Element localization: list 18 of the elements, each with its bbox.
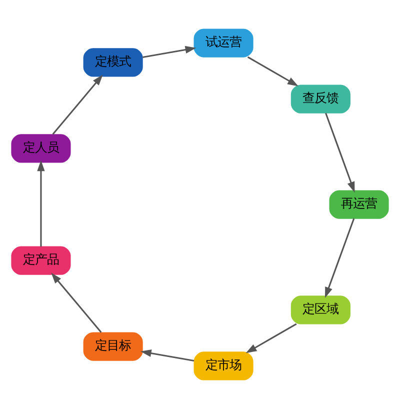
node-box: 再运营 xyxy=(329,190,389,219)
node-box: 定区域 xyxy=(290,296,350,324)
node-box: 定产品 xyxy=(11,246,71,275)
arrow xyxy=(246,323,297,354)
node-box: 定模式 xyxy=(83,48,143,77)
arrow xyxy=(325,112,355,193)
arrow xyxy=(51,272,102,333)
arrow xyxy=(37,160,45,247)
node-box: 定目标 xyxy=(83,332,143,361)
node-box: 定市场 xyxy=(194,352,254,380)
node-box: 试运营 xyxy=(194,28,254,58)
arrow xyxy=(247,56,298,86)
node-box: 定人员 xyxy=(11,134,71,163)
arrow xyxy=(52,74,103,135)
node-box: 查反馈 xyxy=(290,84,350,114)
arrow xyxy=(140,349,194,362)
arrow xyxy=(142,46,196,58)
arrow xyxy=(324,218,355,298)
